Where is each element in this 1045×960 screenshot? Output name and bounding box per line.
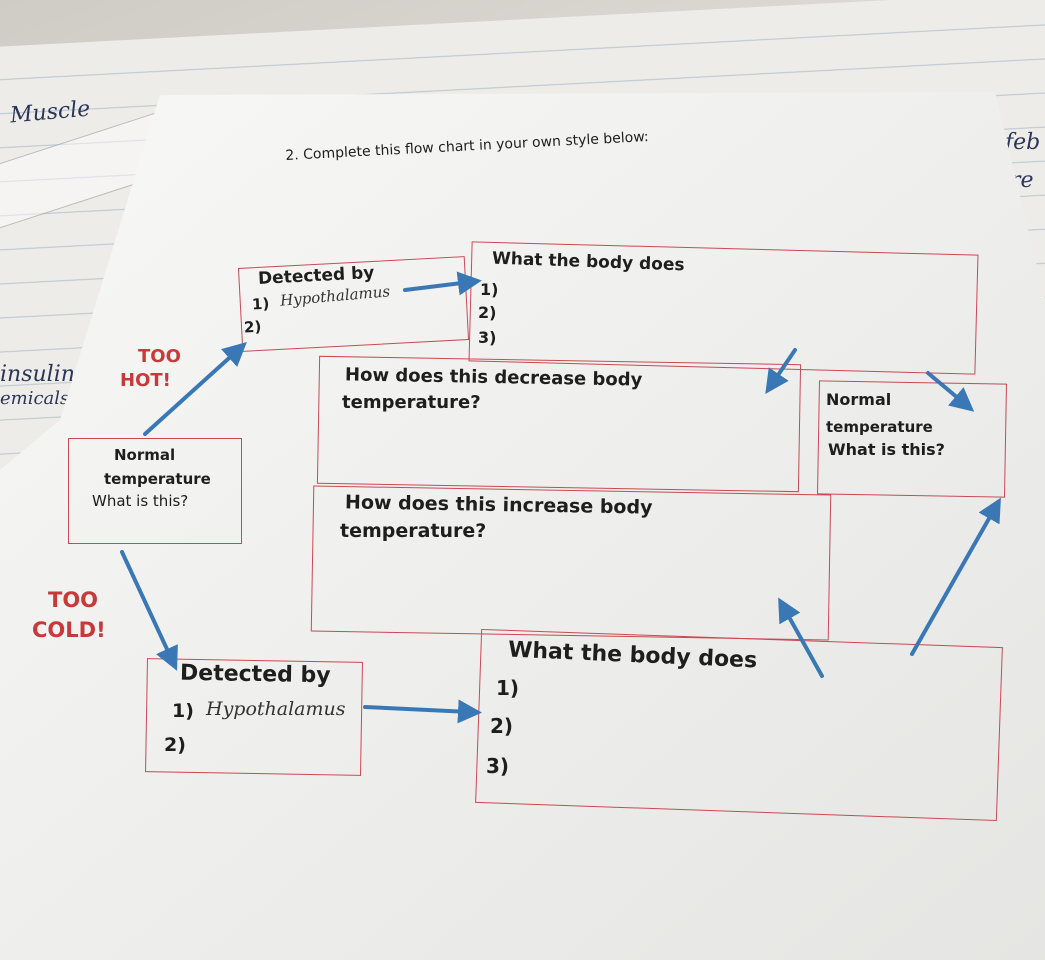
- hot-response-item1: 1): [480, 280, 499, 299]
- increase-box-line2: temperature?: [340, 520, 487, 542]
- normal-left-line3: What is this?: [92, 492, 189, 510]
- arrow-normal-to-too-hot: [143, 341, 247, 436]
- too-cold-label-line2: COLD!: [32, 618, 106, 642]
- hot-response-item3: 3): [478, 328, 497, 347]
- normal-right-line1: Normal: [826, 390, 892, 409]
- cold-detected-item2-number: 2): [164, 734, 186, 756]
- arrow-hot-response-to-decrease: [765, 348, 797, 394]
- arrow-to-normal-right-from-cold: [910, 497, 1001, 656]
- cold-response-item3: 3): [486, 754, 510, 778]
- background-note-feb: feb: [1005, 130, 1041, 155]
- normal-left-line1: Normal: [114, 446, 176, 464]
- arrow-cold-response-to-increase: [778, 597, 824, 678]
- hot-response-item2: 2): [478, 303, 497, 322]
- too-hot-label-line2: HOT!: [120, 370, 171, 391]
- normal-right-line3: What is this?: [828, 440, 945, 459]
- cold-detected-item1-number: 1): [172, 700, 194, 722]
- too-hot-label-line1: TOO: [138, 346, 181, 367]
- decrease-box-line2: temperature?: [342, 392, 481, 413]
- arrow-hot-detected-to-response: [403, 271, 482, 296]
- arrow-to-normal-right: [926, 371, 975, 412]
- normal-temperature-left-box: [68, 438, 242, 544]
- cold-response-item2: 2): [490, 714, 514, 738]
- cold-detected-item1-handwritten: Hypothalamus: [206, 698, 346, 720]
- cold-response-item1: 1): [496, 676, 520, 700]
- normal-left-line2: temperature: [104, 470, 211, 488]
- arrow-normal-to-too-cold: [120, 550, 178, 671]
- too-cold-label-line1: TOO: [48, 588, 99, 612]
- background-note-emicals: emicals: [0, 388, 70, 409]
- arrow-cold-detected-to-response: [363, 699, 482, 724]
- normal-right-line2: temperature: [826, 418, 933, 436]
